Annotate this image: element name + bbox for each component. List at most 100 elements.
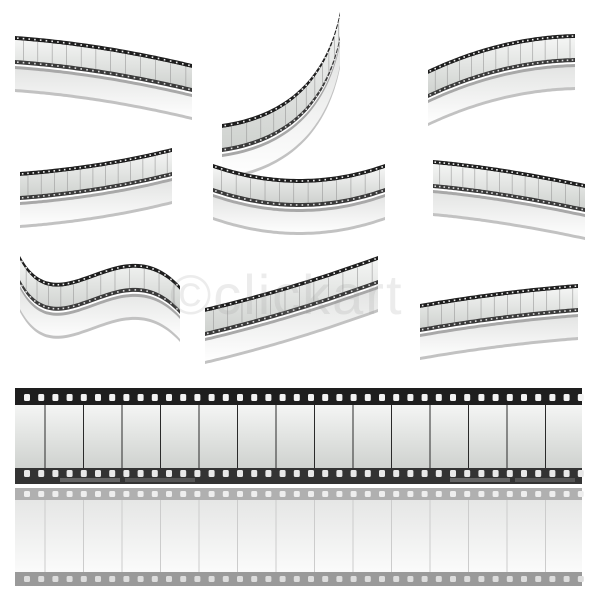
perforation-hole — [105, 294, 108, 296]
perforation-hole — [324, 178, 327, 181]
perforation-hole — [123, 394, 130, 401]
perforation-hole — [29, 296, 32, 298]
perforation-hole — [535, 394, 542, 401]
perforation-hole — [224, 124, 227, 127]
strip-top-perforation — [222, 12, 340, 128]
reflection-perforation-hole — [109, 576, 116, 582]
perforation-hole — [293, 470, 300, 477]
perforation-hole — [243, 120, 245, 123]
perforation-hole — [501, 169, 503, 172]
perforation-hole — [279, 470, 286, 477]
perforation-hole — [559, 204, 561, 206]
reflection-perforation-hole — [421, 576, 428, 582]
perforation-hole — [280, 105, 282, 107]
perforation-hole — [149, 154, 152, 156]
perforation-hole — [47, 283, 50, 285]
perforation-hole — [117, 267, 119, 269]
perforation-hole — [329, 70, 331, 72]
strip-reflection-perf — [433, 190, 585, 217]
perforation-hole — [249, 175, 252, 177]
perforation-hole — [315, 302, 318, 304]
perforation-hole — [473, 76, 475, 79]
reflection-perforation-hole — [577, 491, 584, 497]
perforation-hole — [301, 112, 304, 114]
perforation-hole — [164, 274, 166, 276]
perforation-hole — [297, 92, 300, 94]
perforation-hole — [127, 51, 130, 54]
perforation-hole — [224, 148, 227, 151]
perforation-hole — [536, 38, 539, 40]
perforation-hole — [571, 35, 574, 37]
perforation-hole — [532, 199, 534, 201]
perforation-hole — [558, 310, 561, 313]
perforation-hole — [491, 192, 493, 194]
perforation-hole — [305, 108, 308, 110]
perforation-hole — [321, 61, 324, 64]
perforation-hole — [464, 470, 471, 477]
perforation-hole — [207, 332, 209, 335]
perforation-hole — [215, 190, 217, 192]
perforation-hole — [180, 394, 187, 401]
reflection-perforation-hole — [435, 576, 442, 582]
reflection-perforation-hole — [350, 576, 357, 582]
perforation-hole — [166, 394, 172, 401]
perforation-hole — [264, 293, 266, 296]
perforation-hole — [48, 170, 50, 173]
reflection-perforation-hole — [265, 491, 272, 497]
reflection-perforation-hole — [506, 576, 513, 582]
perforation-hole — [480, 295, 482, 298]
perforation-hole — [532, 289, 535, 291]
reflection-perforation-hole — [279, 576, 286, 582]
perforation-hole — [149, 178, 152, 180]
perforation-hole — [154, 153, 156, 155]
perforation-hole — [452, 163, 455, 165]
perforation-hole — [443, 186, 446, 188]
strip-bottom-perforation — [433, 184, 585, 212]
perforation-hole — [80, 44, 82, 46]
perforation-hole — [556, 60, 559, 62]
reflection-perforation-hole — [38, 491, 45, 497]
perforation-hole — [310, 279, 312, 282]
perforation-hole — [453, 83, 456, 86]
perforation-hole — [444, 87, 446, 90]
perforation-hole — [139, 156, 142, 159]
perforation-hole — [122, 290, 125, 292]
perforation-hole — [434, 91, 437, 94]
perforation-hole — [37, 171, 40, 174]
perforation-hole — [222, 394, 229, 401]
perforation-hole — [561, 35, 564, 38]
perforation-hole — [318, 66, 321, 69]
perforation-hole — [22, 37, 25, 40]
perforation-hole — [326, 51, 329, 54]
reflection-perforation-hole — [80, 576, 87, 582]
perforation-hole — [157, 57, 160, 60]
perforation-hole — [350, 470, 357, 477]
perforation-hole — [237, 470, 243, 477]
perforation-hole — [543, 312, 545, 314]
reflection-perforation-hole — [24, 576, 30, 582]
perforation-hole — [272, 178, 275, 181]
perforation-hole — [307, 204, 309, 206]
perforation-hole — [480, 319, 482, 322]
perforation-hole — [527, 289, 530, 292]
perforation-hole — [358, 196, 361, 199]
edge-code-marking — [450, 478, 510, 482]
reflection-perforation-hole — [364, 576, 371, 582]
perforation-hole — [194, 394, 201, 401]
perforation-hole — [338, 40, 341, 43]
reflection-perforation-hole — [66, 576, 73, 582]
strip-reflection-edge — [420, 337, 578, 360]
perforation-hole — [324, 80, 326, 83]
perforation-hole — [83, 278, 86, 280]
perforation-hole — [516, 172, 519, 174]
perforation-hole — [438, 161, 441, 164]
perforation-hole — [115, 49, 118, 52]
reflection-perforation-hole — [379, 576, 385, 582]
perforation-hole — [51, 64, 53, 67]
perforation-hole — [381, 166, 383, 168]
perforation-hole — [222, 470, 229, 477]
perforation-hole — [63, 192, 66, 195]
perforation-hole — [229, 326, 232, 329]
perforation-hole — [272, 202, 275, 205]
perforation-hole — [139, 54, 142, 56]
